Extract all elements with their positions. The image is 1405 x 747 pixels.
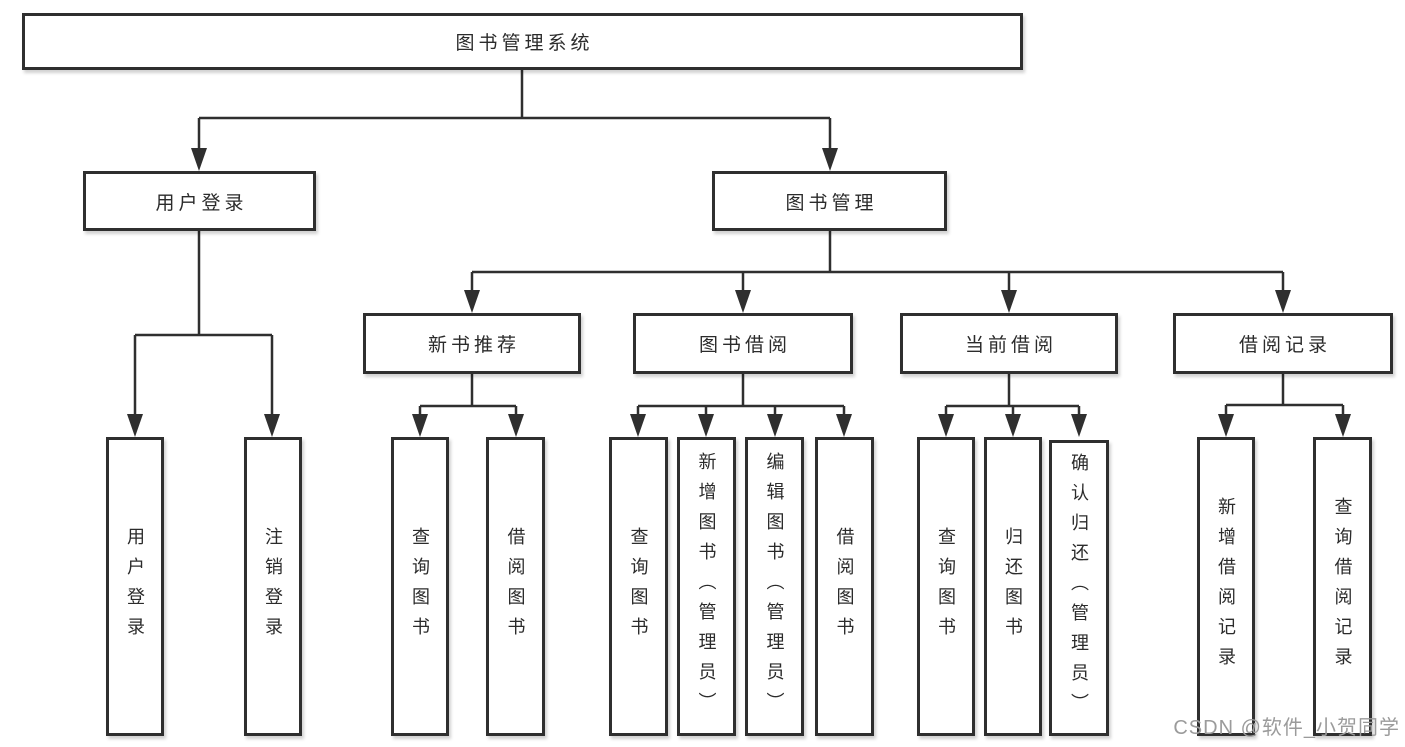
node-leaf-return-book: 归还图书 — [984, 437, 1042, 736]
node-label: 当前借阅 — [964, 335, 1057, 356]
node-label: 查询借阅记录 — [1332, 496, 1353, 677]
node-new-book-recommend: 新书推荐 — [363, 313, 581, 374]
node-label: 确认归还（管理员） — [1069, 453, 1089, 723]
node-label: 图书借阅 — [698, 335, 791, 356]
arrowheads — [127, 148, 1351, 437]
node-label: 查询图书 — [936, 526, 956, 647]
node-label: 用户登录 — [155, 192, 248, 214]
node-leaf-borrow-book-recommend: 借阅图书 — [486, 437, 545, 736]
node-user-login: 用户登录 — [83, 171, 316, 231]
node-current-borrowing: 当前借阅 — [900, 313, 1118, 374]
node-leaf-user-login: 用户登录 — [106, 437, 164, 736]
node-label: 编辑图书（管理员） — [764, 451, 785, 722]
node-borrowing-records: 借阅记录 — [1173, 313, 1393, 374]
node-label: 用户登录 — [125, 526, 145, 647]
node-leaf-edit-book-admin: 编辑图书（管理员） — [745, 437, 804, 736]
node-leaf-borrow-book: 借阅图书 — [815, 437, 874, 736]
node-label: 查询图书 — [410, 526, 430, 647]
node-label: 图书管理 — [785, 192, 878, 214]
node-leaf-logout: 注销登录 — [244, 437, 302, 736]
csdn-watermark: CSDN @软件_小贺同学 — [1173, 717, 1400, 739]
node-leaf-query-borrow-record: 查询借阅记录 — [1313, 437, 1372, 736]
node-label: 查询图书 — [628, 526, 649, 647]
node-label: 新书推荐 — [427, 335, 520, 356]
node-label: 图书管理系统 — [455, 33, 594, 54]
node-label: 借阅记录 — [1238, 335, 1331, 356]
node-label: 新增借阅记录 — [1216, 496, 1236, 677]
node-book-management: 图书管理 — [712, 171, 947, 231]
node-leaf-query-book-recommend: 查询图书 — [391, 437, 449, 736]
node-leaf-add-borrow-record: 新增借阅记录 — [1197, 437, 1255, 736]
node-label: 归还图书 — [1003, 526, 1023, 647]
node-leaf-query-book-borrow: 查询图书 — [609, 437, 668, 736]
node-leaf-confirm-return-admin: 确认归还（管理员） — [1049, 440, 1109, 736]
node-label: 注销登录 — [263, 526, 283, 647]
node-library-management-system: 图书管理系统 — [22, 13, 1023, 70]
node-book-borrowing: 图书借阅 — [633, 313, 853, 374]
node-label: 借阅图书 — [834, 526, 855, 647]
node-leaf-query-book-current: 查询图书 — [917, 437, 975, 736]
node-label: 新增图书（管理员） — [696, 451, 717, 722]
node-leaf-add-book-admin: 新增图书（管理员） — [677, 437, 736, 736]
node-label: 借阅图书 — [505, 526, 526, 647]
